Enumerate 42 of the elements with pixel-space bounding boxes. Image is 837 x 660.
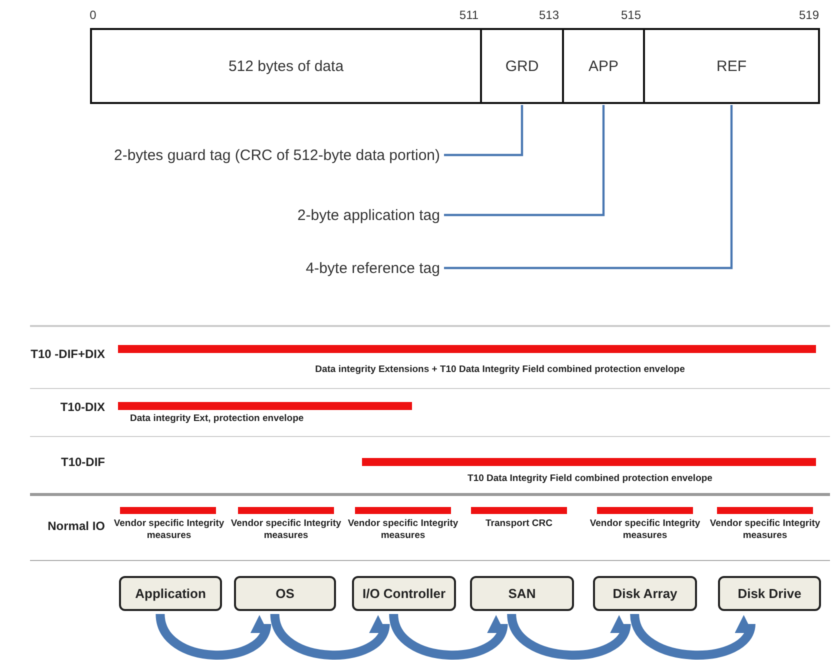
stage-box: Application [119, 576, 222, 611]
bar-caption: Data integrity Ext, protection envelope [130, 413, 305, 425]
byte-offset: 511 [458, 8, 480, 22]
row-label: T10-DIF [60, 455, 105, 469]
cell-label: REF [716, 58, 746, 74]
byte-offset: 519 [798, 8, 820, 22]
flow-arrow [389, 613, 508, 660]
bar-caption: Vendor specific Integrity measures [113, 518, 225, 542]
byte-offset: 515 [620, 8, 642, 22]
leader-line [444, 105, 733, 270]
leader-line [444, 105, 605, 216]
row-label: T10 -DIF+DIX [30, 347, 105, 361]
field-caption: 2-bytes guard tag (CRC of 512-byte data portion) [20, 144, 440, 166]
field-cell [643, 28, 820, 104]
flow-arrow [630, 613, 756, 660]
bar-caption: Vendor specific Integrity measures [230, 518, 342, 542]
byte-offset: 0 [88, 8, 98, 22]
flow-arrow [270, 613, 390, 660]
bar-caption: Data integrity Extensions + T10 Data Integrity Field combined protection envelope [314, 364, 686, 376]
stage-box: OS [234, 576, 336, 611]
cell-label: APP [588, 58, 618, 74]
field-cell [562, 28, 645, 104]
byte-offset: 513 [538, 8, 560, 22]
stage-box: SAN [470, 576, 574, 611]
field-caption: 4-byte reference tag [200, 257, 440, 279]
stage-box: I/O Controller [352, 576, 456, 611]
row-label: T10-DIX [59, 400, 105, 414]
stage-box: Disk Drive [718, 576, 821, 611]
field-cell [90, 28, 482, 104]
field-cell [480, 28, 564, 104]
flow-arrow [507, 613, 631, 660]
bar-caption: Transport CRC [484, 518, 554, 530]
field-caption: 2-byte application tag [200, 204, 440, 226]
row-label: Normal IO [46, 519, 105, 533]
cell-label: GRD [505, 58, 539, 74]
bar-caption: Vendor specific Integrity measures [709, 518, 821, 542]
bar-caption: Vendor specific Integrity measures [589, 518, 701, 542]
bar-caption: Vendor specific Integrity measures [347, 518, 459, 542]
cell-label: 512 bytes of data [228, 58, 344, 74]
bar-caption: T10 Data Integrity Field combined protection envelope [466, 473, 714, 485]
stage-box: Disk Array [593, 576, 697, 611]
leader-line [444, 105, 524, 156]
